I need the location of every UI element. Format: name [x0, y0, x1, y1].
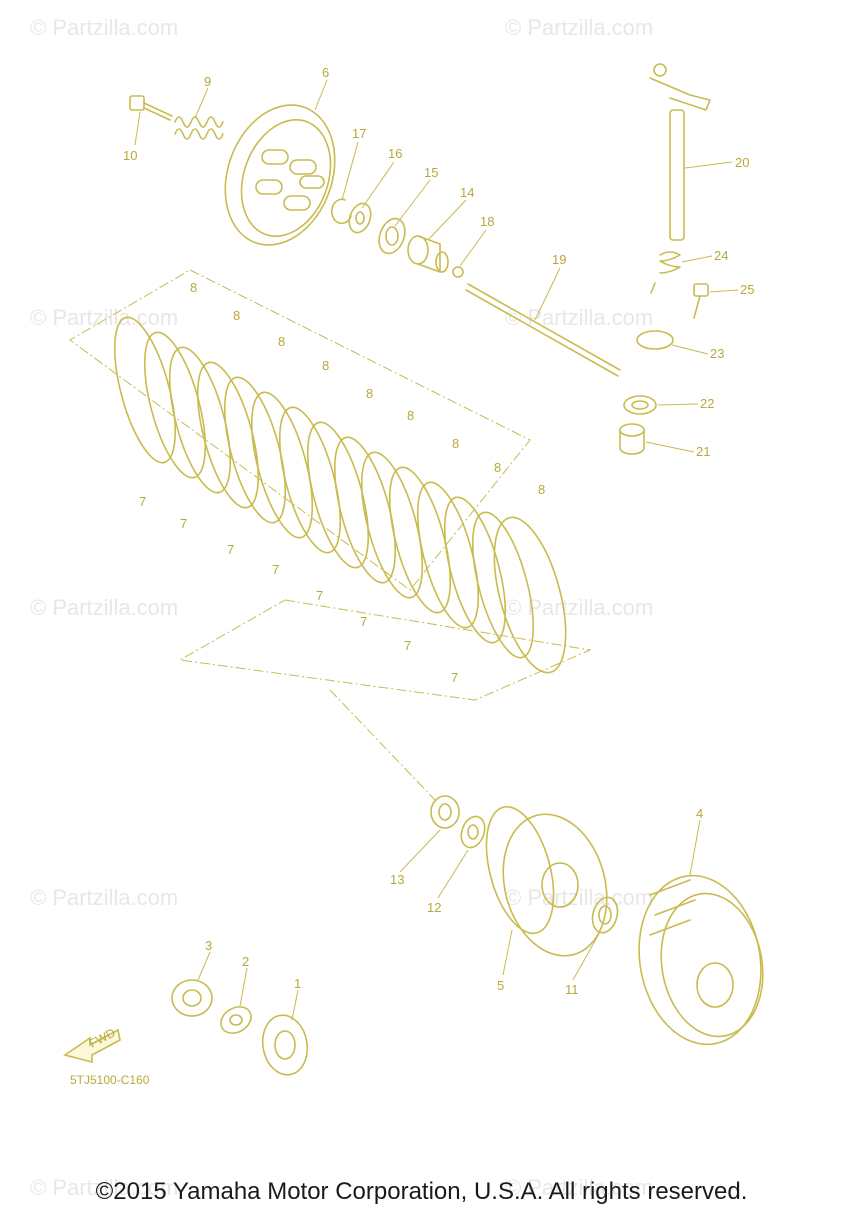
watermark-text: © Partzilla.com	[505, 595, 653, 620]
part-6-pressure-plate	[224, 104, 336, 246]
callout-7: 7	[404, 638, 411, 653]
callout-12: 12	[427, 900, 441, 915]
part-9-spring	[174, 116, 224, 140]
callout-8: 8	[366, 386, 373, 401]
callout-2: 2	[242, 954, 249, 969]
callout-8: 8	[538, 482, 545, 497]
callout-group: 6 9 10 17 16 15 14 18 19 20 24 25 23 22 …	[123, 65, 754, 997]
callout-24: 24	[714, 248, 728, 263]
leader-lines	[134, 79, 739, 1021]
part-3-nut	[171, 979, 213, 1017]
callout-11: 11	[565, 982, 579, 997]
callout-8: 8	[322, 358, 329, 373]
callout-10: 10	[123, 148, 137, 163]
callout-17: 17	[352, 126, 366, 141]
callout-14: 14	[460, 185, 474, 200]
callout-15: 15	[424, 165, 438, 180]
fwd-arrow-icon: FWD	[63, 1025, 121, 1064]
watermark-text: © Partzilla.com	[30, 305, 178, 330]
part-25-bolt	[693, 283, 709, 319]
part-4-clutch-housing	[638, 874, 764, 1046]
watermark-group: © Partzilla.com © Partzilla.com © Partzi…	[30, 15, 653, 1200]
part-23-plate	[636, 330, 674, 350]
callout-7: 7	[227, 542, 234, 557]
callout-3: 3	[205, 938, 212, 953]
part-19-push-rod-long	[465, 283, 621, 377]
callout-8: 8	[407, 408, 414, 423]
callout-7: 7	[139, 494, 146, 509]
callout-7: 7	[360, 614, 367, 629]
part-18-ball	[452, 266, 464, 278]
axis-line	[329, 689, 436, 801]
callout-21: 21	[696, 444, 710, 459]
callout-7: 7	[451, 670, 458, 685]
plate-stack-frame	[69, 269, 531, 591]
callout-16: 16	[388, 146, 402, 161]
callout-8: 8	[452, 436, 459, 451]
watermark-text: © Partzilla.com	[505, 1175, 653, 1200]
part-17-circlip	[330, 198, 352, 225]
watermark-text: © Partzilla.com	[505, 15, 653, 40]
clutch-plate-stack	[113, 316, 567, 674]
watermark-text: © Partzilla.com	[505, 885, 653, 910]
part-14-push-rod	[407, 235, 449, 273]
part-16-washer	[348, 202, 372, 234]
callout-20: 20	[735, 155, 749, 170]
watermark-text: © Partzilla.com	[30, 595, 178, 620]
part-20-lever-shaft	[649, 63, 711, 241]
callout-19: 19	[552, 252, 566, 267]
watermark-text: © Partzilla.com	[30, 15, 178, 40]
callout-8: 8	[233, 308, 240, 323]
callout-18: 18	[480, 214, 494, 229]
callout-6: 6	[322, 65, 329, 80]
lower-frame	[178, 599, 592, 701]
part-10-bolt	[129, 95, 173, 121]
part-21-bushing	[619, 423, 645, 455]
callout-13: 13	[390, 872, 404, 887]
part-22-bearing	[623, 395, 657, 415]
callout-7: 7	[272, 562, 279, 577]
callout-7: 7	[316, 588, 323, 603]
callout-22: 22	[700, 396, 714, 411]
part-12-lock-washer	[460, 815, 486, 849]
part-15-bearing	[378, 217, 406, 255]
part-5-clutch-boss	[485, 805, 608, 957]
diagram-code: 5TJ5100-C160	[70, 1073, 150, 1087]
callout-7: 7	[180, 516, 187, 531]
callout-8: 8	[494, 460, 501, 475]
callout-25: 25	[740, 282, 754, 297]
watermark-text: © Partzilla.com	[30, 885, 178, 910]
callout-8: 8	[190, 280, 197, 295]
callout-1: 1	[294, 976, 301, 991]
part-1-gear	[261, 1014, 309, 1076]
callout-9: 9	[204, 74, 211, 89]
callout-5: 5	[497, 978, 504, 993]
part-2-lock-washer	[220, 1006, 252, 1034]
callout-4: 4	[696, 806, 703, 821]
copyright-text: ©2015 Yamaha Motor Corporation, U.S.A. A…	[95, 1178, 748, 1205]
callout-8: 8	[278, 334, 285, 349]
callout-23: 23	[710, 346, 724, 361]
watermark-text: © Partzilla.com	[30, 1175, 178, 1200]
part-24-spring	[650, 251, 681, 294]
part-13-nut	[430, 795, 460, 829]
